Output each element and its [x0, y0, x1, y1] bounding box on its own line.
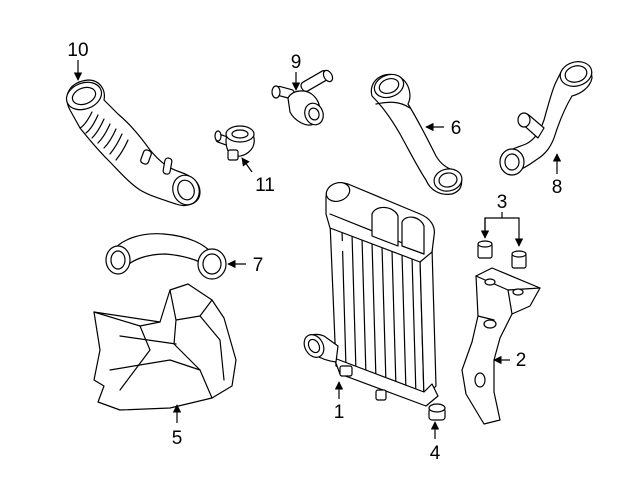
- leader-lines: [73, 60, 562, 439]
- part-11-fitting[interactable]: [214, 125, 255, 161]
- part-9-valve[interactable]: [271, 69, 334, 128]
- callout-10: 10: [67, 40, 88, 61]
- part-3-grommets[interactable]: [477, 240, 527, 269]
- callout-9: 9: [291, 52, 302, 73]
- part-8-pipe[interactable]: [499, 58, 595, 176]
- callout-8: 8: [552, 177, 563, 198]
- callout-6: 6: [451, 118, 462, 139]
- part-4-grommet[interactable]: [428, 403, 446, 421]
- callout-3: 3: [497, 192, 508, 213]
- callout-4: 4: [430, 443, 441, 464]
- callout-11: 11: [255, 175, 275, 196]
- part-5-air-duct[interactable]: [93, 283, 237, 411]
- part-1-intercooler[interactable]: [300, 179, 439, 407]
- callout-1: 1: [334, 402, 345, 423]
- part-7-hose[interactable]: [105, 233, 227, 280]
- part-2-bracket[interactable]: [461, 267, 541, 425]
- part-6-hose[interactable]: [370, 71, 464, 195]
- leader-11: [241, 157, 253, 173]
- callout-7: 7: [253, 255, 264, 276]
- part-10-intake-hose[interactable]: [63, 78, 204, 209]
- callout-labels: 1 2 3 4 5 6 7 8 9 10 11: [67, 40, 562, 464]
- callout-2: 2: [516, 350, 527, 371]
- callout-5: 5: [172, 428, 183, 449]
